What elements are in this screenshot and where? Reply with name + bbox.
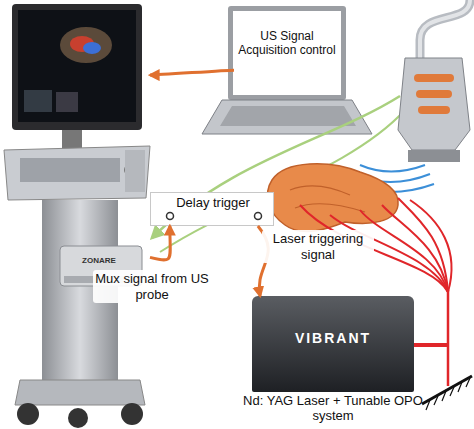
edge-label: Mux signal from US probe bbox=[93, 270, 211, 303]
mirror bbox=[422, 376, 472, 410]
node-heading: Nd: YAG Laser + Tunable OPO system bbox=[234, 394, 432, 424]
laser-beam bbox=[414, 343, 448, 347]
tissue-sample bbox=[268, 164, 399, 232]
laptop bbox=[202, 6, 372, 134]
ultrasound-probe bbox=[398, 0, 470, 162]
edge-label: Laser triggering signal bbox=[262, 230, 374, 263]
ultrasound-machine-box: ZONARE bbox=[0, 0, 150, 429]
laser-box: VIBRANTNd: YAG Laser + Tunable OPO syste… bbox=[252, 296, 414, 392]
laptop-screen-box: US Signal Acquisition control bbox=[234, 14, 340, 92]
node-label: US Signal Acquisition control bbox=[236, 30, 338, 58]
terminal-circle bbox=[167, 213, 174, 220]
node-label: VIBRANT bbox=[252, 330, 414, 346]
signal-arrow bbox=[150, 70, 234, 75]
terminal-circle bbox=[255, 213, 262, 220]
signal-arrow bbox=[150, 226, 170, 260]
process-box: Delay trigger bbox=[150, 192, 274, 226]
node-label: ZONARE bbox=[66, 256, 132, 265]
ultrasound-machine bbox=[4, 4, 150, 428]
node-label: Delay trigger bbox=[151, 196, 275, 211]
